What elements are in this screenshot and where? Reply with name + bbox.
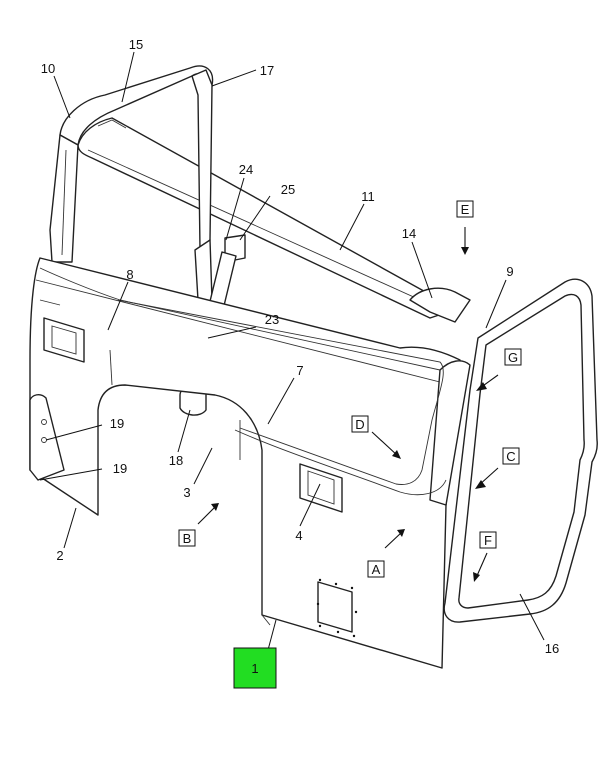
callout-2: 2 [56,548,63,563]
callout-7: 7 [296,363,303,378]
door-seal [443,278,598,623]
callout-18: 18 [169,453,183,468]
callout-3: 3 [183,485,190,500]
roof-frame [59,65,471,323]
callout-16: 16 [545,641,559,656]
callout-15: 15 [129,37,143,52]
callout-4: 4 [295,528,302,543]
callout-numbers: 1 2 3 4 7 8 9 10 11 14 15 16 17 18 19 19… [41,37,559,676]
callout-11: 11 [361,189,375,204]
callout-23: 23 [265,312,279,327]
callout-8: 8 [126,267,133,282]
view-box-C: C [502,447,520,465]
leader-lines [39,51,545,651]
svg-text:E: E [461,202,470,217]
callout-24: 24 [239,162,253,177]
view-arrows [197,227,499,582]
item-1-highlight [233,647,277,689]
svg-text:B: B [183,531,192,546]
callout-19-upper: 19 [110,416,124,431]
cowl-panel [29,257,471,669]
svg-text:C: C [506,449,515,464]
callout-17: 17 [260,63,274,78]
callout-25: 25 [281,182,295,197]
view-letter-boxes: E G D C B F A [178,200,522,578]
svg-text:A: A [372,562,381,577]
callout-1: 1 [251,661,258,676]
callout-14: 14 [402,226,416,241]
view-box-D: D [351,415,369,433]
svg-text:G: G [508,350,518,365]
view-box-B: B [178,529,196,547]
callout-19-lower: 19 [113,461,127,476]
callout-10: 10 [41,61,55,76]
view-box-G: G [504,348,522,366]
svg-text:F: F [484,533,492,548]
view-box-F: F [479,531,497,549]
view-box-A: A [367,560,385,578]
svg-text:D: D [355,417,364,432]
view-box-E: E [456,200,474,218]
callout-9: 9 [506,264,513,279]
